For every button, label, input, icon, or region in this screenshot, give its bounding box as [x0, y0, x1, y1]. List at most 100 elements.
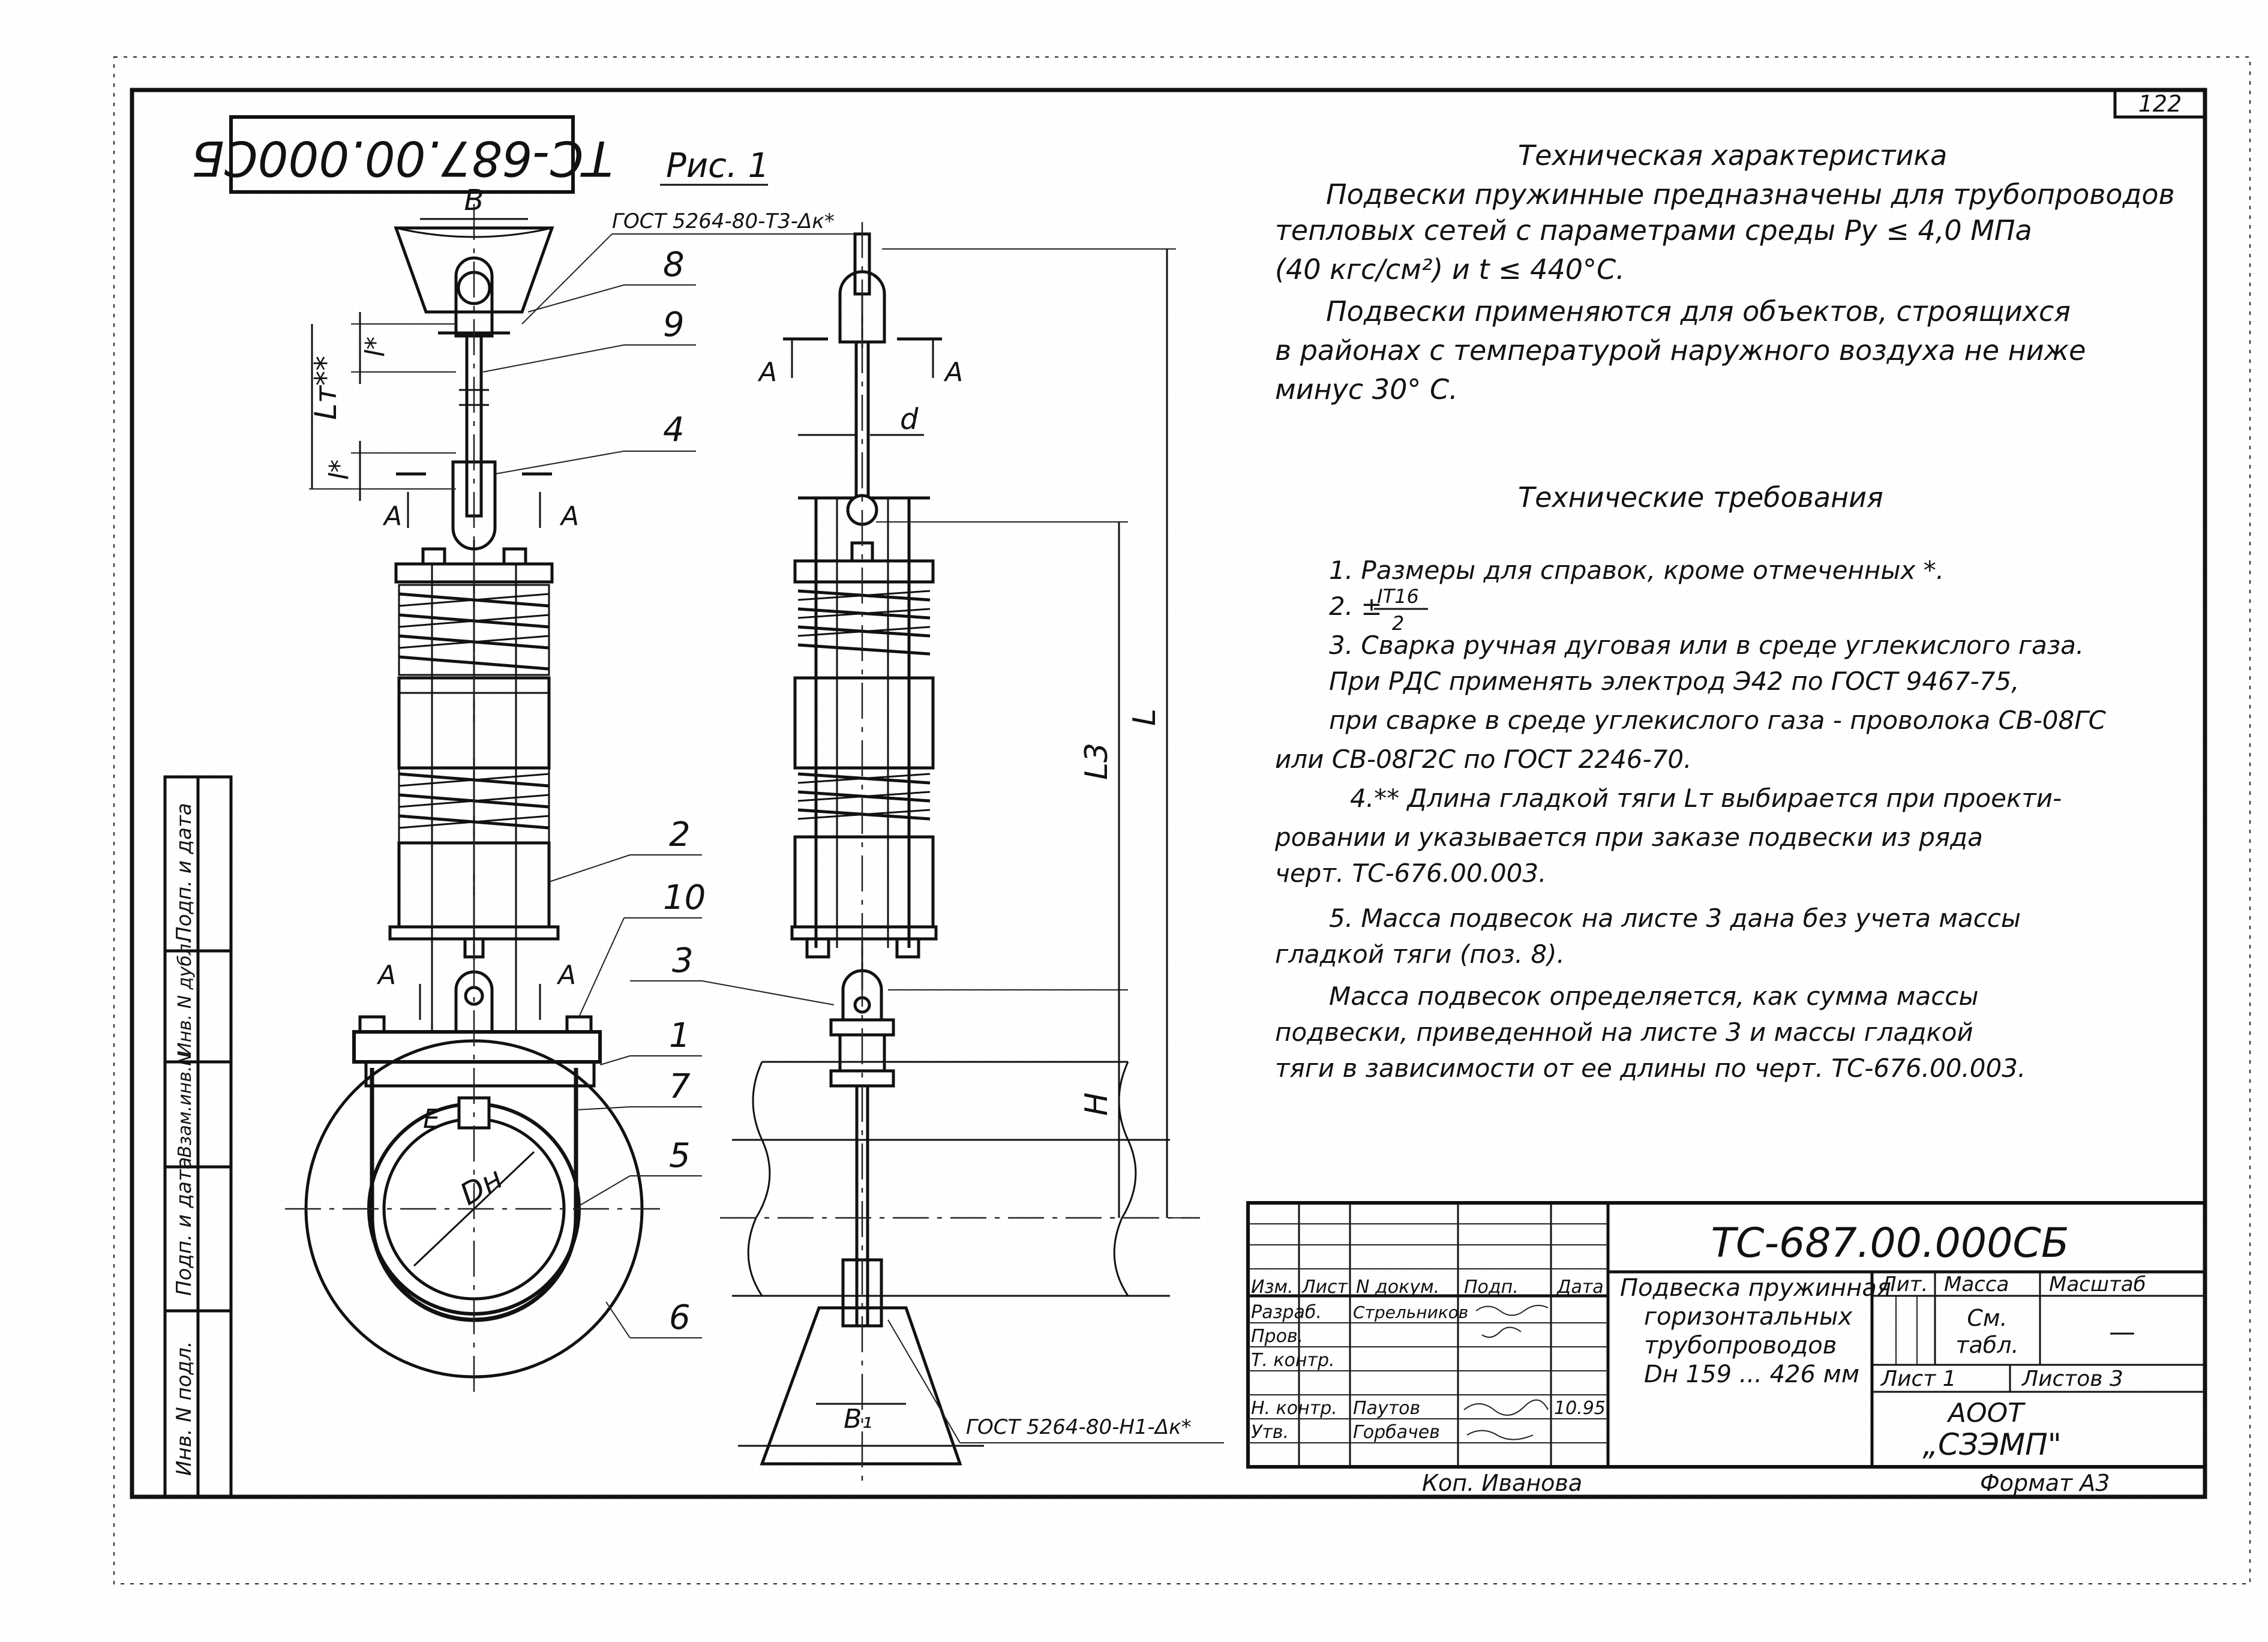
drawing-frame — [130, 88, 2207, 1499]
tech-characteristics: Техническая характеристика Подвески пруж… — [1275, 139, 2175, 406]
role-tkontr: Т. контр. — [1251, 1350, 1335, 1371]
front-view: В l* Lт** l* А А А А Е Dн ГОСТ 5264-80-Т… — [285, 184, 858, 1398]
pos-2: 2 — [669, 815, 691, 854]
section-a-2: А — [559, 501, 579, 532]
tech-char-line-6: минус 30° С. — [1275, 373, 1458, 406]
sheet-trim-line — [113, 56, 2251, 1584]
dim-l-mid: l* — [324, 460, 355, 480]
col-list: Лист — [1301, 1277, 1349, 1298]
section-a-3: А — [376, 960, 396, 990]
strip-inv-dubl: Инв. N дубл. — [175, 938, 196, 1056]
tech-req-line-11: гладкой тяги (поз. 8). — [1275, 939, 1565, 969]
role-razrab: Разраб. — [1251, 1302, 1322, 1323]
side-spring-lower — [797, 772, 931, 821]
mass-label: Масса — [1944, 1272, 2009, 1296]
tech-char-line-3: (40 кгс/см²) и t ≤ 440°С. — [1275, 253, 1625, 286]
side-break-left — [747, 1061, 771, 1296]
tech-req-line-12: Масса подвесок определяется, как сумма м… — [1329, 981, 1979, 1011]
scale-value: — — [2109, 1317, 2135, 1347]
strip-inv-podl: Инв. N подл. — [172, 1341, 196, 1476]
format-label: Формат А3 — [1980, 1470, 2110, 1496]
rotated-code: ТС-687.00.000СБ — [191, 130, 613, 186]
pos-10: 10 — [663, 878, 706, 917]
sheet-number-box — [2113, 88, 2207, 119]
title-name-4: Dн 159 ... 426 мм — [1644, 1361, 1859, 1388]
pos-1: 1 — [669, 1016, 691, 1055]
pos-3: 3 — [672, 941, 694, 980]
weld-bottom-label: ГОСТ 5264-80-Н1-Δк* — [966, 1415, 1192, 1439]
org-line-1: АООТ — [1946, 1398, 2026, 1428]
side-cup-1 — [793, 676, 935, 770]
dim-lt: Lт** — [308, 356, 343, 420]
org-line-2: „СЗЭМП" — [1922, 1427, 2062, 1462]
signature-nkontr — [1463, 1399, 1549, 1416]
role-nkontr: Н. контр. — [1251, 1398, 1337, 1419]
signature-utv — [1466, 1430, 1534, 1440]
dim-e: Е — [423, 1104, 440, 1134]
plate-nut-1 — [358, 1015, 386, 1034]
name-utv: Горбачев — [1353, 1422, 1440, 1443]
tech-req-line-7: 4.** Длина гладкой тяги Lт выбирается пр… — [1350, 784, 2062, 813]
title-name-3: трубопроводов — [1644, 1332, 1837, 1359]
tech-char-title: Техническая характеристика — [1518, 139, 1947, 172]
tech-requirements: Технические требования 1. Размеры для сп… — [1274, 481, 2107, 1083]
mass-value-2: табл. — [1955, 1332, 2018, 1358]
dim-d: d — [900, 403, 919, 436]
scale-label: Масштаб — [2049, 1272, 2146, 1296]
nut-1 — [421, 547, 446, 566]
side-top-plate — [793, 559, 935, 584]
tech-char-line-1: Подвески пружинные предназначены для тру… — [1326, 178, 2175, 211]
side-strip: Инв. N подл. Подп. и дата Взам.инв.N Инв… — [163, 775, 233, 1499]
pos-8: 8 — [663, 245, 685, 284]
tech-req-line-3: 3. Сварка ручная дуговая или в среде угл… — [1329, 631, 2084, 660]
title-name-2: горизонтальных — [1644, 1303, 1852, 1331]
fig-label: Рис. 1 — [666, 146, 769, 185]
lower-lug — [454, 970, 494, 1034]
col-data: Дата — [1556, 1277, 1604, 1298]
mass-value-1: См. — [1967, 1305, 2007, 1331]
tech-req-line-13: подвески, приведенной на листе 3 и массы… — [1275, 1017, 1973, 1047]
col-izm: Изм. — [1251, 1277, 1294, 1298]
tech-req-title: Технические требования — [1518, 481, 1883, 514]
tech-char-line-2: тепловых сетей с параметрами среды Ру ≤ … — [1275, 214, 2032, 247]
role-utv: Утв. — [1251, 1422, 1289, 1443]
sheet-no-label: Лист 1 — [1880, 1367, 1957, 1391]
title-code: ТС-687.00.000СБ — [1711, 1220, 2069, 1267]
signature-prov — [1481, 1326, 1522, 1338]
side-clevis — [841, 969, 883, 1022]
top-bracket — [394, 226, 554, 314]
section-a-6: А — [943, 357, 963, 388]
side-nut-r — [895, 937, 920, 959]
tech-req-line-9: черт. ТС-676.00.003. — [1275, 858, 1546, 888]
section-a-4: А — [556, 960, 576, 990]
side-nut-l — [805, 937, 830, 959]
tech-req-line-1: 1. Размеры для справок, кроме отмеченных… — [1329, 556, 1944, 585]
tech-req-tol-num: IT16 — [1377, 585, 1419, 608]
pos-4: 4 — [663, 410, 685, 449]
weld-top-label: ГОСТ 5264-80-Т3-Δк* — [612, 209, 835, 233]
copied-by: Коп. Иванова — [1422, 1470, 1582, 1496]
signature-razrab — [1475, 1305, 1549, 1316]
pos-6: 6 — [669, 1298, 691, 1337]
clamp-saddle — [364, 1060, 596, 1088]
mid-lug — [451, 460, 497, 551]
title-name-1: Подвеска пружинная — [1620, 1274, 1891, 1302]
top-lug — [454, 256, 494, 338]
weld-bottom-leader — [887, 1319, 961, 1443]
strip-podp-data-1: Подп. и дата — [172, 1157, 196, 1296]
tech-char-line-4: Подвески применяются для объектов, строя… — [1326, 295, 2071, 328]
dim-H: Н — [1079, 1092, 1115, 1116]
dim-L: L — [1127, 709, 1163, 726]
tech-req-tol-den: 2 — [1392, 612, 1404, 635]
sheet-number: 122 — [2138, 91, 2182, 117]
name-razrab: Стрельников — [1353, 1302, 1468, 1322]
pos-7: 7 — [669, 1067, 691, 1106]
side-view: А А d — [720, 222, 1224, 1482]
lit-label: Лит. — [1880, 1272, 1928, 1296]
dim-L3: L3 — [1079, 743, 1115, 780]
date-nkontr: 10.95 — [1554, 1398, 1606, 1419]
tech-req-line-8: ровании и указывается при заказе подвеск… — [1274, 822, 1983, 852]
side-spring-upper — [797, 589, 931, 656]
dim-b: В — [464, 184, 484, 217]
